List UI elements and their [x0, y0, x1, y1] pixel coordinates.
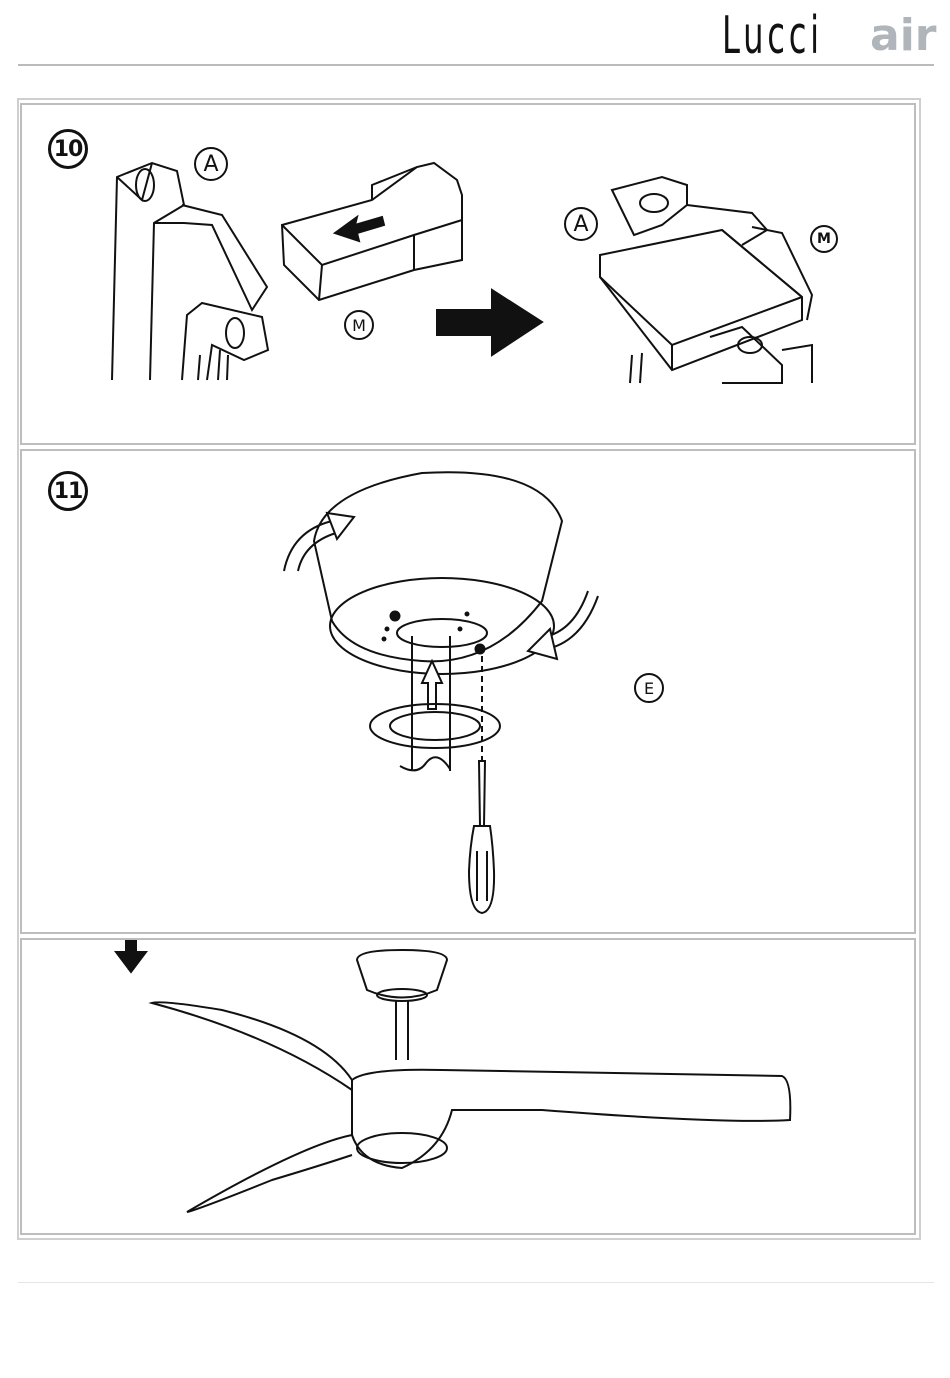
logo-lucci-text: Lucci	[722, 6, 809, 66]
mounting-bracket-left-icon	[112, 163, 268, 380]
part-label-a-left: A	[194, 147, 228, 181]
down-arrow-icon	[116, 940, 146, 972]
step-10-panel: 10 A M A M	[20, 103, 916, 445]
header-divider	[18, 64, 934, 66]
assembled-bracket-icon	[600, 177, 812, 383]
decorative-ring-icon	[370, 704, 500, 748]
logo-air-text: air	[870, 10, 936, 61]
step-11-illustration	[22, 451, 914, 932]
step-12-panel	[20, 938, 916, 1235]
step-number-11: 11	[48, 471, 88, 511]
step-10-illustration	[22, 105, 914, 443]
part-label-a-right: A	[564, 207, 598, 241]
step-12-illustration	[22, 940, 914, 1233]
step-number-10: 10	[48, 129, 88, 169]
next-step-arrow-icon	[437, 290, 542, 355]
part-label-m-left: M	[344, 310, 374, 340]
rubber-block-left-icon	[282, 163, 462, 300]
screwdriver-icon	[469, 761, 494, 913]
footer-divider	[18, 1282, 934, 1283]
canopy-icon	[314, 472, 562, 674]
ceiling-fan-icon	[152, 950, 790, 1212]
brand-logo: Lucci air	[722, 4, 862, 68]
part-label-m-right: M	[810, 225, 838, 253]
step-11-panel: 11 E	[20, 449, 916, 934]
part-label-e: E	[634, 673, 664, 703]
